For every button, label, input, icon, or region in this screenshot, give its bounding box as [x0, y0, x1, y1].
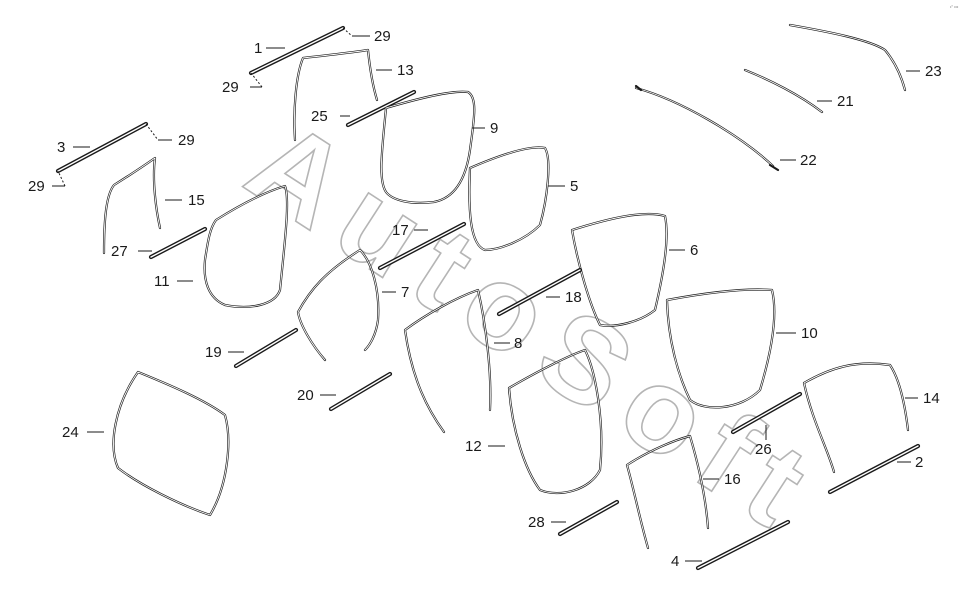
part-2-strip: [827, 443, 921, 495]
part-26-strip: [730, 391, 803, 435]
callout-17: 17: [392, 222, 409, 239]
callout-7: 7: [401, 284, 409, 301]
part-28-strip: [557, 499, 620, 537]
callout-29-a: 29: [374, 28, 391, 45]
callout-29-b: 29: [222, 79, 239, 96]
part-19-strip: [233, 327, 299, 369]
callout-12: 12: [465, 438, 482, 455]
callout-5: 5: [570, 178, 578, 195]
callout-16: 16: [724, 471, 741, 488]
part-6-seal: [570, 212, 668, 327]
callouts: 1 29 29 13 25 9 3 29 29 15 27 11 5 17 7 …: [28, 28, 942, 570]
part-24-seal: [112, 370, 230, 517]
callout-24: 24: [62, 424, 79, 441]
callout-14: 14: [923, 390, 940, 407]
callout-8: 8: [514, 335, 522, 352]
part-3-strip: [55, 121, 149, 174]
callout-11: 11: [154, 273, 170, 290]
part-8-channel: [403, 288, 492, 434]
parts: [55, 23, 921, 571]
callout-10: 10: [801, 325, 818, 342]
callout-26: 26: [755, 441, 772, 458]
part-17-strip: [377, 221, 467, 271]
part-13-channel: [293, 48, 379, 142]
callout-22: 22: [800, 152, 817, 169]
callout-6: 6: [690, 242, 698, 259]
part-23-strip: [788, 23, 907, 92]
leader-lines: [52, 27, 920, 562]
callout-3: 3: [57, 139, 65, 156]
part-16-channel: [625, 434, 710, 550]
part-5-seal: [468, 146, 550, 252]
callout-15: 15: [188, 192, 205, 209]
part-4-strip: [695, 519, 791, 571]
callout-18: 18: [565, 289, 582, 306]
part-27-strip: [148, 226, 208, 260]
watermark: AutoSoft: [225, 94, 845, 562]
callout-2: 2: [915, 454, 923, 471]
callout-4: 4: [671, 553, 679, 570]
part-9-seal: [380, 90, 476, 204]
callout-27: 27: [111, 243, 128, 260]
callout-23: 23: [925, 63, 942, 80]
part-18-strip: [496, 267, 583, 317]
part-7-channel: [296, 248, 380, 362]
callout-29-d: 29: [28, 178, 45, 195]
callout-13: 13: [397, 62, 414, 79]
callout-9: 9: [490, 120, 498, 137]
part-15-channel: [102, 156, 162, 255]
callout-19: 19: [205, 344, 222, 361]
part-25-strip: [345, 89, 417, 128]
watermark-text: AutoSoft: [226, 94, 845, 561]
part-20-strip: [328, 371, 393, 412]
callout-21: 21: [837, 93, 854, 110]
callout-20: 20: [297, 387, 314, 404]
part-21-strip: [743, 68, 824, 114]
corner-mark: •° •••: [950, 4, 959, 9]
part-12-seal: [507, 348, 603, 495]
callout-1: 1: [254, 40, 262, 57]
part-1-strip: [248, 25, 346, 76]
callout-25: 25: [311, 108, 328, 125]
part-11-seal: [203, 184, 289, 308]
part-14-channel: [802, 362, 910, 474]
part-10-seal: [665, 288, 776, 409]
part-22-strip: [634, 84, 780, 172]
callout-29-c: 29: [178, 132, 195, 149]
callout-28: 28: [528, 514, 545, 531]
